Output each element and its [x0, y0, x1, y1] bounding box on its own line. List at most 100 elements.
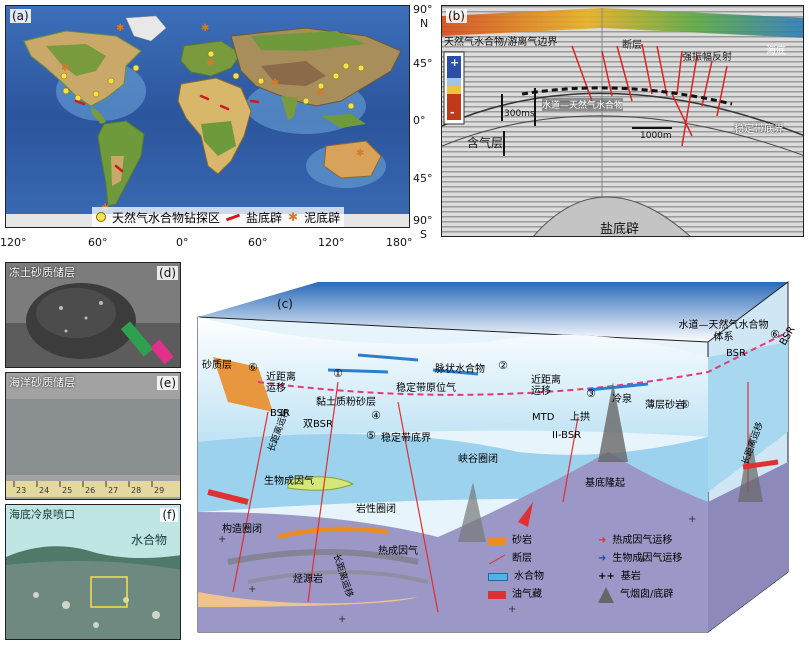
legend-chimney: 气烟囱/底辟	[598, 586, 698, 604]
vein-hydrate-label: 脉状水合物	[435, 364, 485, 375]
panel-f-photo: 海底冷泉喷口 (f) 水合物	[5, 504, 181, 640]
panel-a-label: (a)	[10, 9, 31, 23]
greenland-shape	[125, 15, 167, 42]
y-tick-1: N	[420, 17, 429, 30]
number-4: ④	[371, 409, 381, 422]
x-tick-5: 180°	[386, 236, 413, 249]
legend-fault: 断层	[488, 550, 588, 568]
svg-text:✱: ✱	[116, 23, 124, 34]
stable-bottom-label: 稳定带底界	[734, 124, 784, 135]
thermo-arrow-icon: ➜	[598, 535, 607, 546]
panel-c-block-diagram: +++ +++ (c) 砂质层 ① 近距离运移 BSR 黏土质粉砂层 双BSR …	[188, 262, 804, 640]
cold-seep-label: 冷泉	[612, 394, 632, 405]
basement-icon: ++	[598, 571, 615, 582]
legend-oil: 油气藏	[488, 586, 588, 604]
number-6c: ⑥	[770, 328, 780, 341]
panel-c-legend: 砂岩 ➜热成因气运移 断层 ➜生物成因气运移 水合物 ++基岩 油气藏 气烟囱/…	[488, 532, 698, 604]
legend-row-4: 油气藏 气烟囱/底辟	[488, 586, 698, 604]
bio-gas-label: 生物成因气	[264, 476, 314, 487]
near-migration-label: 近距离运移	[266, 372, 296, 394]
y-tick-0: 90°	[413, 3, 433, 16]
litho-trap-label: 岩性圈闭	[356, 504, 396, 515]
x-tick-2: 0°	[176, 236, 189, 249]
svg-text:✱: ✱	[316, 88, 324, 99]
legend-row-1: 砂岩 ➜热成因气运移	[488, 532, 698, 550]
ms300-label: 300ms	[504, 109, 535, 119]
color-bar-minus: -	[450, 106, 455, 119]
x-tick-0: 120°	[0, 236, 27, 249]
base-uplift-label: 基底隆起	[585, 478, 625, 489]
uplift-label: 上拱	[570, 412, 590, 423]
y-tick-6: S	[420, 228, 427, 241]
channel-hydrate-label: 水道—天然气水合物体系	[678, 320, 769, 343]
bsr-label: BSR	[270, 408, 290, 419]
panel-b-seismic: (b) + - 天然气水合物/游离气边界 断层 强振幅反射 海底 水道—天然气水…	[441, 5, 804, 237]
legend-sandstone: 砂岩	[488, 532, 588, 550]
y-tick-4: 45°	[413, 172, 433, 185]
panel-c-label: (c)	[277, 297, 293, 311]
panel-d-photo: 冻土砂质储层 (d)	[5, 262, 181, 368]
number-5: ⑤	[366, 429, 376, 442]
bsr-label-2: BSR	[726, 348, 746, 359]
legend-thermo: ➜热成因气运移	[598, 532, 698, 550]
ruler-tick-28: 28	[131, 486, 142, 495]
ruler-tick-26: 26	[85, 486, 96, 495]
permafrost-core-image	[6, 263, 180, 367]
panel-e-title: 海洋砂质储层	[9, 376, 75, 389]
sand-layer-label: 砂质层	[202, 360, 232, 371]
bio-arrow-icon: ➜	[598, 553, 607, 564]
salt-diapir-icon	[225, 213, 241, 221]
stable-gas-label: 稳定带原位气	[396, 383, 456, 394]
ruler-tick-23: 23	[16, 486, 27, 495]
stable-bottom-label-c: 稳定带底界	[381, 433, 431, 444]
panel-d-title: 冻土砂质储层	[9, 266, 75, 279]
ii-bsr-label: II-BSR	[552, 430, 582, 441]
world-map-svg: ✱ ✱ ✱ ✱ ✱ ✱ ✱ ✱	[6, 6, 409, 227]
panel-f-hydrate-label: 水合物	[131, 533, 168, 547]
boundary-label: 天然气水合物/游离气边界	[444, 37, 558, 48]
seismic-svg	[442, 6, 803, 236]
fault-label: 断层	[622, 40, 642, 51]
svg-text:+: +	[218, 534, 226, 545]
panel-a-world-map: ✱ ✱ ✱ ✱ ✱ ✱ ✱ ✱ (a) 天然气水合物钻探区 盐底辟 ✱ 泥底辟	[5, 5, 410, 228]
legend-hydrate: 水合物	[488, 568, 588, 586]
fault-line-icon	[488, 554, 506, 564]
panel-a-legend: 天然气水合物钻探区 盐底辟 ✱ 泥底辟	[92, 207, 345, 227]
y-tick-2: 45°	[413, 57, 433, 70]
gorge-label: 峡谷圈闭	[458, 454, 498, 465]
block-diagram-svg: +++ +++	[197, 281, 789, 633]
ruler-tick-25: 25	[62, 486, 73, 495]
y-tick-5: 90°	[413, 214, 433, 227]
svg-text:+: +	[638, 554, 646, 565]
svg-text:✱: ✱	[271, 78, 279, 89]
svg-text:✱: ✱	[206, 58, 214, 69]
europe-shape	[180, 40, 242, 77]
svg-text:✱: ✱	[61, 63, 69, 74]
svg-text:✱: ✱	[356, 148, 364, 159]
legend-row-2: 断层 ➜生物成因气运移	[488, 550, 698, 568]
x-tick-1: 60°	[88, 236, 108, 249]
ruler-tick-29: 29	[154, 486, 165, 495]
svg-text:+: +	[248, 584, 256, 595]
near-migration-label-2: 近距离运移	[531, 375, 561, 397]
hydrate-swatch	[488, 573, 508, 581]
svg-text:✱: ✱	[201, 23, 209, 34]
mud-diapir-icon: ✱	[288, 210, 299, 224]
ruler-tick-27: 27	[108, 486, 119, 495]
x-tick-4: 120°	[318, 236, 345, 249]
clay-layer-label: 黏土质粉砂层	[316, 397, 376, 408]
panel-f-title: 海底冷泉喷口	[9, 508, 75, 521]
sandstone-swatch	[488, 537, 506, 545]
number-1: ①	[333, 367, 343, 380]
number-6a: ⑥	[248, 361, 258, 374]
cold-seep-image	[6, 505, 180, 639]
ruler-tick-24: 24	[39, 486, 50, 495]
thermo-gas-label: 热成因气	[378, 546, 418, 557]
hydrate-layer-label: 水道—天然气水合物	[542, 98, 624, 111]
number-3: ③	[586, 387, 596, 400]
panel-e-photo: 海洋砂质储层 (e) 23 24 25 26 27 28 29	[5, 372, 181, 500]
oil-gas-swatch	[488, 591, 506, 599]
chimney-icon	[598, 587, 614, 603]
color-bar-plus: +	[450, 56, 460, 69]
seafloor-label: 海底	[766, 46, 786, 57]
